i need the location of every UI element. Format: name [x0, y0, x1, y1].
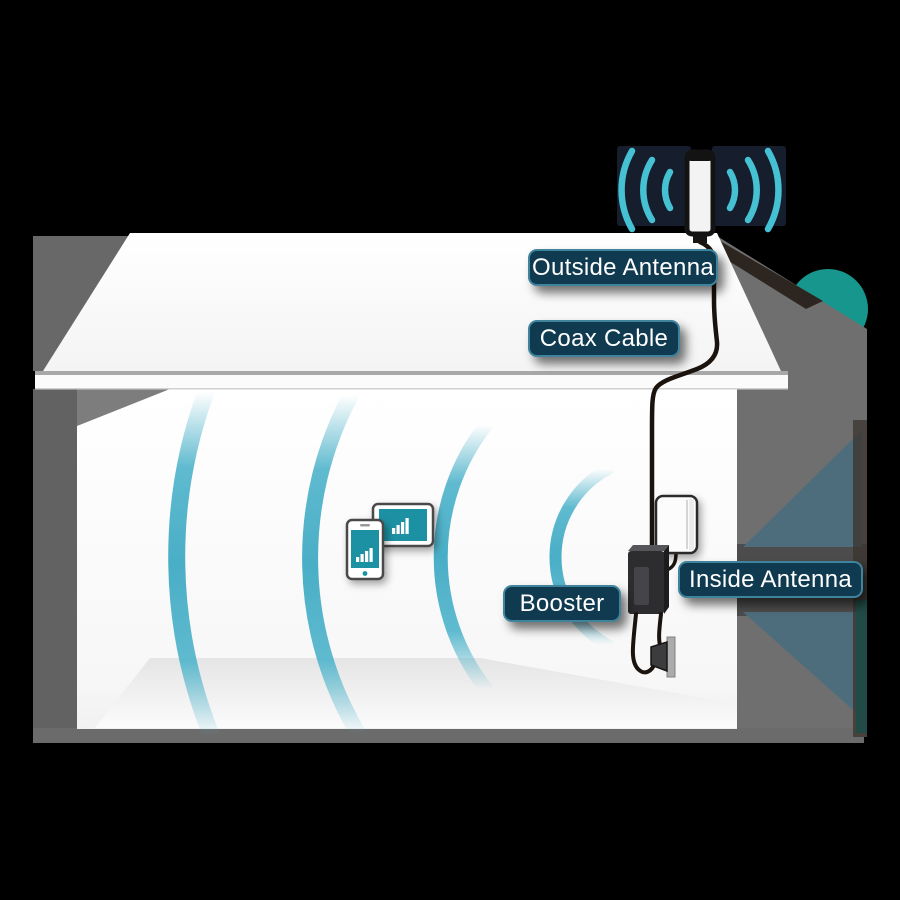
- tablet-icon: [371, 502, 435, 548]
- label-inside-antenna: Inside Antenna: [678, 561, 863, 598]
- floor: [95, 658, 737, 728]
- wave-arc: [744, 156, 760, 224]
- bar: [401, 522, 405, 534]
- left-gable-shadow: [33, 236, 130, 371]
- wall-glow-lower: [743, 612, 862, 718]
- wave-arc: [661, 168, 674, 212]
- ceiling-corner-wedge: [77, 389, 170, 426]
- label-booster: Booster: [503, 585, 621, 622]
- roof-shadow-streak: [700, 231, 823, 309]
- label-coax-cable: Coax Cable: [528, 320, 680, 357]
- power-cable: [630, 612, 657, 675]
- indoor-signal-arcs: [168, 383, 614, 746]
- smartphone-icon: [345, 518, 385, 581]
- panel-edge-shade: [689, 499, 694, 550]
- outdoor-signal-waves-icon: [618, 147, 782, 233]
- booster-side-face: [664, 545, 669, 614]
- signal-bars-icon: [392, 518, 409, 534]
- outside-antenna: [617, 146, 786, 243]
- eave-fascia: [35, 375, 788, 389]
- booster-front-panel: [634, 567, 649, 605]
- bar: [405, 518, 409, 534]
- eave-bottom-line: [35, 388, 788, 390]
- bar: [369, 548, 373, 562]
- power-plug: [630, 612, 676, 678]
- booster-top-face: [628, 545, 669, 551]
- signal-arc: [433, 418, 493, 696]
- wave-arc: [618, 147, 636, 233]
- foundation-base: [33, 728, 864, 743]
- left-wall: [33, 389, 77, 729]
- signal-arc: [302, 387, 367, 743]
- antenna-cap: [687, 152, 713, 161]
- wall-glow-upper: [743, 430, 862, 547]
- bar: [396, 525, 400, 534]
- signal-arc: [549, 463, 614, 651]
- bar: [392, 528, 396, 534]
- signal-arc: [168, 383, 221, 746]
- inside-antenna: [654, 494, 699, 572]
- wave-arc: [726, 168, 739, 212]
- wall-edge-teal: [856, 600, 867, 733]
- eave-shadow-line: [35, 371, 788, 375]
- bar: [360, 554, 364, 562]
- signal-bars-icon: [356, 548, 373, 562]
- phone-speaker: [360, 524, 370, 527]
- phone-home-button: [362, 571, 368, 576]
- power-plug-icon: [650, 640, 668, 673]
- label-outside-antenna: Outside Antenna: [528, 249, 718, 286]
- devices: [345, 502, 435, 581]
- wave-arc: [764, 147, 782, 233]
- booster-device: [628, 545, 669, 614]
- outlet-plate: [666, 636, 676, 678]
- wave-arc: [640, 156, 656, 224]
- phone-screen: [351, 530, 379, 568]
- bar: [356, 557, 360, 562]
- outside-antenna-icon: [684, 149, 716, 237]
- bar: [365, 551, 369, 562]
